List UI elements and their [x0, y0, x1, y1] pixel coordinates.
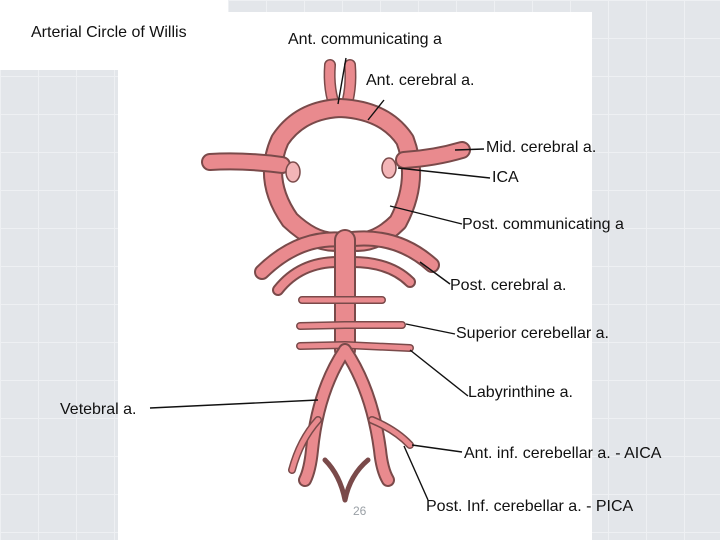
pointer-mid-cerebral — [454, 148, 485, 151]
pointer-aica — [411, 444, 463, 453]
pointer-pica — [403, 445, 429, 501]
label-ant-cerebral: Ant. cerebral a. — [366, 72, 475, 89]
label-post-cerebral: Post. cerebral a. — [450, 277, 567, 294]
pointer-ant-communicating — [337, 57, 347, 105]
diagram-title: Arterial Circle of Willis — [31, 24, 187, 41]
label-pointers — [149, 57, 491, 501]
label-labyrinthine: Labyrinthine a. — [468, 384, 573, 401]
vessel-drawing — [201, 59, 471, 503]
pointer-superior-cerebellar — [405, 323, 456, 335]
pointer-ant-cerebral — [367, 99, 385, 121]
pointer-vertebral — [149, 399, 319, 409]
pointer-post-communicating — [389, 205, 463, 225]
label-mid-cerebral: Mid. cerebral a. — [486, 139, 597, 156]
pointer-ica — [397, 167, 491, 179]
label-ant-communicating: Ant. communicating a — [288, 31, 442, 48]
title-box — [0, 0, 228, 70]
label-pica: Post. Inf. cerebellar a. - PICA — [426, 498, 634, 515]
pointer-labyrinthine — [409, 349, 469, 397]
label-superior-cerebellar: Superior cerebellar a. — [456, 325, 609, 342]
label-aica: Ant. inf. cerebellar a. - AICA — [464, 445, 662, 462]
label-ica: ICA — [492, 169, 519, 186]
pointer-post-cerebral — [419, 261, 451, 285]
label-vertebral: Vetebral a. — [60, 401, 137, 418]
label-post-communicating: Post. communicating a — [462, 216, 624, 233]
page-number: 26 — [353, 504, 367, 518]
